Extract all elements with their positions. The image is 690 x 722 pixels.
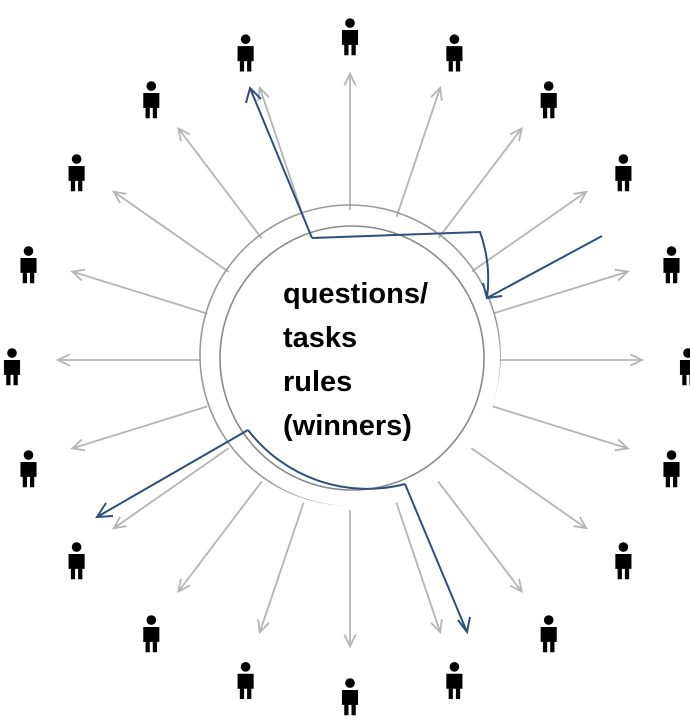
highlight-arrowhead	[457, 616, 471, 635]
person-icon	[341, 18, 359, 56]
outgoing-arrowhead	[614, 268, 630, 282]
center-line-questions: questions/	[283, 278, 429, 310]
outgoing-arrowhead	[343, 634, 357, 649]
outgoing-arrowhead	[629, 353, 645, 367]
outgoing-arrow	[113, 191, 230, 273]
highlight-path-bottom	[247, 429, 406, 490]
outgoing-arrowhead	[343, 71, 357, 86]
person-icon	[663, 246, 680, 284]
outgoing-arrowhead	[177, 126, 191, 142]
person-icon	[446, 34, 463, 72]
person-icon	[143, 615, 160, 653]
person-icon	[615, 542, 632, 580]
center-line-rules: rules	[283, 366, 353, 398]
highlight-path-in	[486, 235, 603, 299]
outgoing-arrows	[55, 71, 645, 649]
outgoing-arrowhead	[573, 516, 588, 530]
person-icon	[679, 348, 690, 386]
person-icon	[237, 662, 254, 700]
outgoing-arrow	[177, 480, 263, 593]
outgoing-arrow	[437, 127, 523, 240]
outgoing-arrowhead	[70, 268, 86, 282]
central-ring	[199, 204, 501, 506]
center-label: questions/ tasks rules (winners)	[283, 272, 483, 448]
outgoing-arrowhead	[430, 85, 443, 101]
outgoing-arrow	[395, 87, 442, 218]
person-icon	[663, 450, 680, 488]
outgoing-arrowhead	[509, 126, 523, 142]
center-line-winners: (winners)	[283, 410, 412, 442]
outgoing-arrow	[437, 480, 523, 593]
person-icon	[20, 450, 37, 488]
outgoing-arrow	[113, 447, 230, 529]
outgoing-arrowhead	[112, 190, 127, 204]
highlight-arrowhead	[245, 86, 262, 104]
person-icon	[540, 81, 557, 119]
highlight-path-out-left	[96, 429, 249, 518]
outgoing-arrowhead	[70, 438, 86, 452]
person-icon	[68, 154, 85, 192]
highlight-arrowhead	[95, 502, 114, 519]
person-icon	[540, 615, 557, 653]
outgoing-arrowhead	[257, 619, 270, 635]
center-line-tasks: tasks	[283, 322, 358, 354]
outgoing-arrow	[395, 502, 442, 633]
outgoing-arrowhead	[112, 516, 127, 530]
outgoing-arrow	[258, 87, 305, 218]
outgoing-arrow	[72, 270, 208, 315]
central-circle	[204, 210, 500, 506]
outgoing-arrowhead	[430, 619, 443, 635]
outgoing-arrowhead	[573, 190, 588, 204]
outgoing-arrowhead	[509, 578, 523, 594]
outgoing-arrow	[470, 447, 587, 529]
highlight-arrowhead	[482, 282, 503, 300]
outgoing-arrow	[72, 405, 208, 450]
person-icon	[68, 542, 85, 580]
outgoing-arrowhead	[177, 578, 191, 594]
person-icon	[237, 34, 254, 72]
person-icon	[341, 678, 359, 716]
outgoing-arrow	[470, 191, 587, 273]
person-icon	[3, 348, 21, 386]
person-icon	[20, 246, 37, 284]
person-icon	[446, 662, 463, 700]
highlight-path-out-bottom	[404, 483, 468, 633]
outgoing-arrow	[258, 502, 305, 633]
outgoing-arrowhead	[55, 353, 71, 367]
outgoing-arrow	[492, 405, 628, 450]
outgoing-arrow	[177, 127, 263, 240]
person-icon	[143, 81, 160, 119]
highlight-path-out-top	[249, 87, 313, 239]
highlight-paths	[95, 86, 603, 635]
outgoing-arrowhead	[614, 438, 630, 452]
outgoing-arrow	[492, 270, 628, 315]
person-icon	[615, 154, 632, 192]
highlight-path-top	[311, 230, 490, 299]
